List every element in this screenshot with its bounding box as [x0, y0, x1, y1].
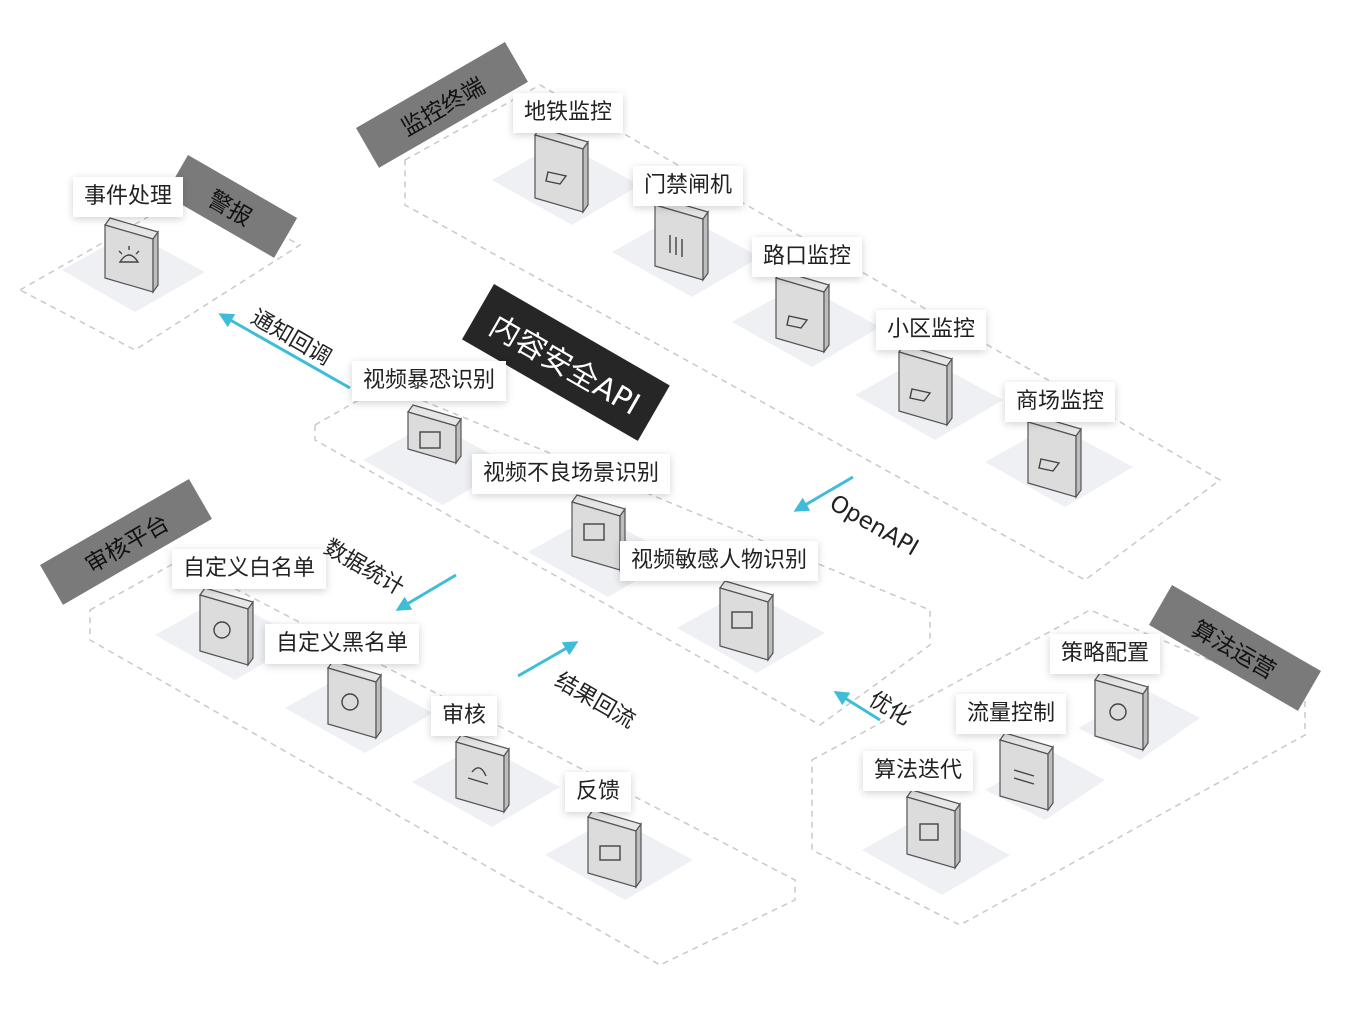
box-terror [407, 404, 462, 465]
alarm-icon [118, 246, 140, 263]
label-strategy: 策略配置 [1050, 634, 1161, 674]
label-mall: 商场监控 [1005, 382, 1116, 422]
camera-icon [909, 388, 932, 402]
box-community [898, 344, 953, 427]
alarm-group-outline [18, 189, 302, 351]
algo-group-outline [811, 609, 1306, 926]
box-iterate [906, 789, 961, 870]
stats-arrow [395, 573, 457, 611]
label-iterate: 算法迭代 [863, 751, 974, 791]
label-blacklist: 自定义黑名单 [265, 624, 420, 664]
box-subway [534, 127, 589, 214]
box-strategy [1094, 672, 1149, 752]
video-icon [731, 611, 753, 629]
label-sensitive: 视频敏感人物识别 [620, 541, 819, 581]
chip-icon [919, 823, 939, 841]
label-crossroad: 路口监控 [752, 237, 863, 277]
box-event [104, 217, 159, 294]
box-sensitive [719, 580, 774, 662]
box-bad-scene [571, 494, 626, 572]
box-whitelist [199, 587, 254, 667]
label-traffic: 流量控制 [956, 694, 1067, 734]
label-event: 事件处理 [73, 177, 184, 217]
label-review: 审核 [431, 696, 498, 736]
box-blacklist [327, 660, 382, 740]
box-feedback [587, 809, 642, 889]
users-icon [341, 693, 359, 711]
video-icon [419, 431, 441, 449]
openapi-arrow [793, 475, 854, 512]
label-bad-scene: 视频不良场景识别 [472, 454, 671, 494]
camera-icon [786, 315, 809, 329]
label-gate: 门禁闸机 [633, 166, 744, 206]
sliders-icon [1013, 769, 1035, 785]
label-feedback: 反馈 [565, 772, 632, 812]
feedback-icon [599, 845, 621, 861]
settings-icon [1109, 703, 1127, 721]
label-community: 小区监控 [876, 310, 987, 350]
notify-arrow [218, 313, 351, 390]
monitor-group-outline [404, 84, 1222, 581]
box-review [455, 734, 510, 814]
camera-icon [1038, 458, 1061, 472]
label-subway: 地铁监控 [513, 93, 624, 133]
camera-icon [545, 171, 568, 185]
turnstile-icon [669, 235, 683, 257]
box-crossroad [775, 270, 830, 354]
box-mall [1027, 414, 1082, 499]
user-check-icon [213, 621, 231, 639]
box-traffic [999, 732, 1054, 812]
label-whitelist: 自定义白名单 [172, 549, 327, 589]
label-terror: 视频暴恐识别 [352, 361, 507, 401]
video-icon [583, 523, 605, 541]
result-arrow [517, 641, 579, 678]
stamp-icon [467, 767, 489, 785]
optimize-arrow [833, 691, 881, 722]
